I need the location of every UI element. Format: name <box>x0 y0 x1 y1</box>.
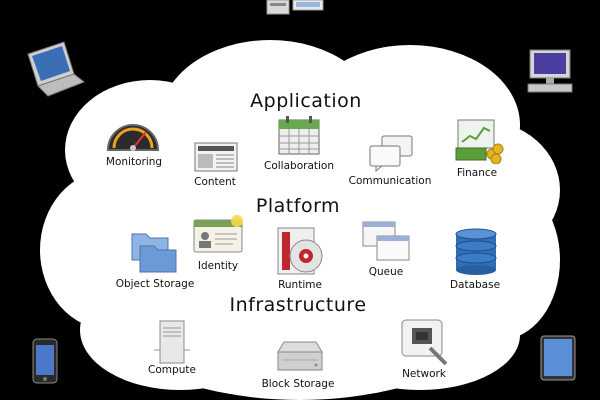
server-icon <box>265 0 327 20</box>
layer-heading-application: Application <box>250 90 362 112</box>
queue-icon <box>361 220 413 268</box>
monitoring-icon <box>104 118 162 156</box>
network-label: Network <box>402 368 446 380</box>
finance-icon <box>454 118 504 168</box>
content-label: Content <box>194 176 236 188</box>
communication-label: Communication <box>348 175 432 187</box>
network-port-icon <box>400 318 450 372</box>
compute-label: Compute <box>148 364 196 376</box>
block-storage-icon <box>276 338 324 378</box>
runtime-icon <box>276 226 324 280</box>
content-icon <box>194 142 238 176</box>
monitoring-label: Monitoring <box>105 156 163 168</box>
desktop-icon <box>526 48 576 100</box>
id-card-icon <box>193 214 247 258</box>
laptop-icon <box>24 40 86 104</box>
layer-heading-infrastructure: Infrastructure <box>229 294 367 316</box>
database-icon <box>454 228 498 280</box>
object-storage-label: Object Storage <box>115 278 195 290</box>
compute-server-icon <box>154 320 190 368</box>
collaboration-label: Collaboration <box>264 160 334 172</box>
queue-label: Queue <box>368 266 404 278</box>
phone-icon <box>32 338 58 388</box>
block-storage-label: Block Storage <box>261 378 335 390</box>
database-label: Database <box>449 279 501 291</box>
runtime-label: Runtime <box>278 279 322 291</box>
finance-label: Finance <box>456 167 498 179</box>
layer-heading-platform: Platform <box>255 195 341 217</box>
folder-icon <box>130 228 178 278</box>
identity-label: Identity <box>197 260 239 272</box>
tablet-icon <box>540 335 576 385</box>
chat-bubbles-icon <box>368 134 414 176</box>
calendar-icon <box>278 116 320 160</box>
